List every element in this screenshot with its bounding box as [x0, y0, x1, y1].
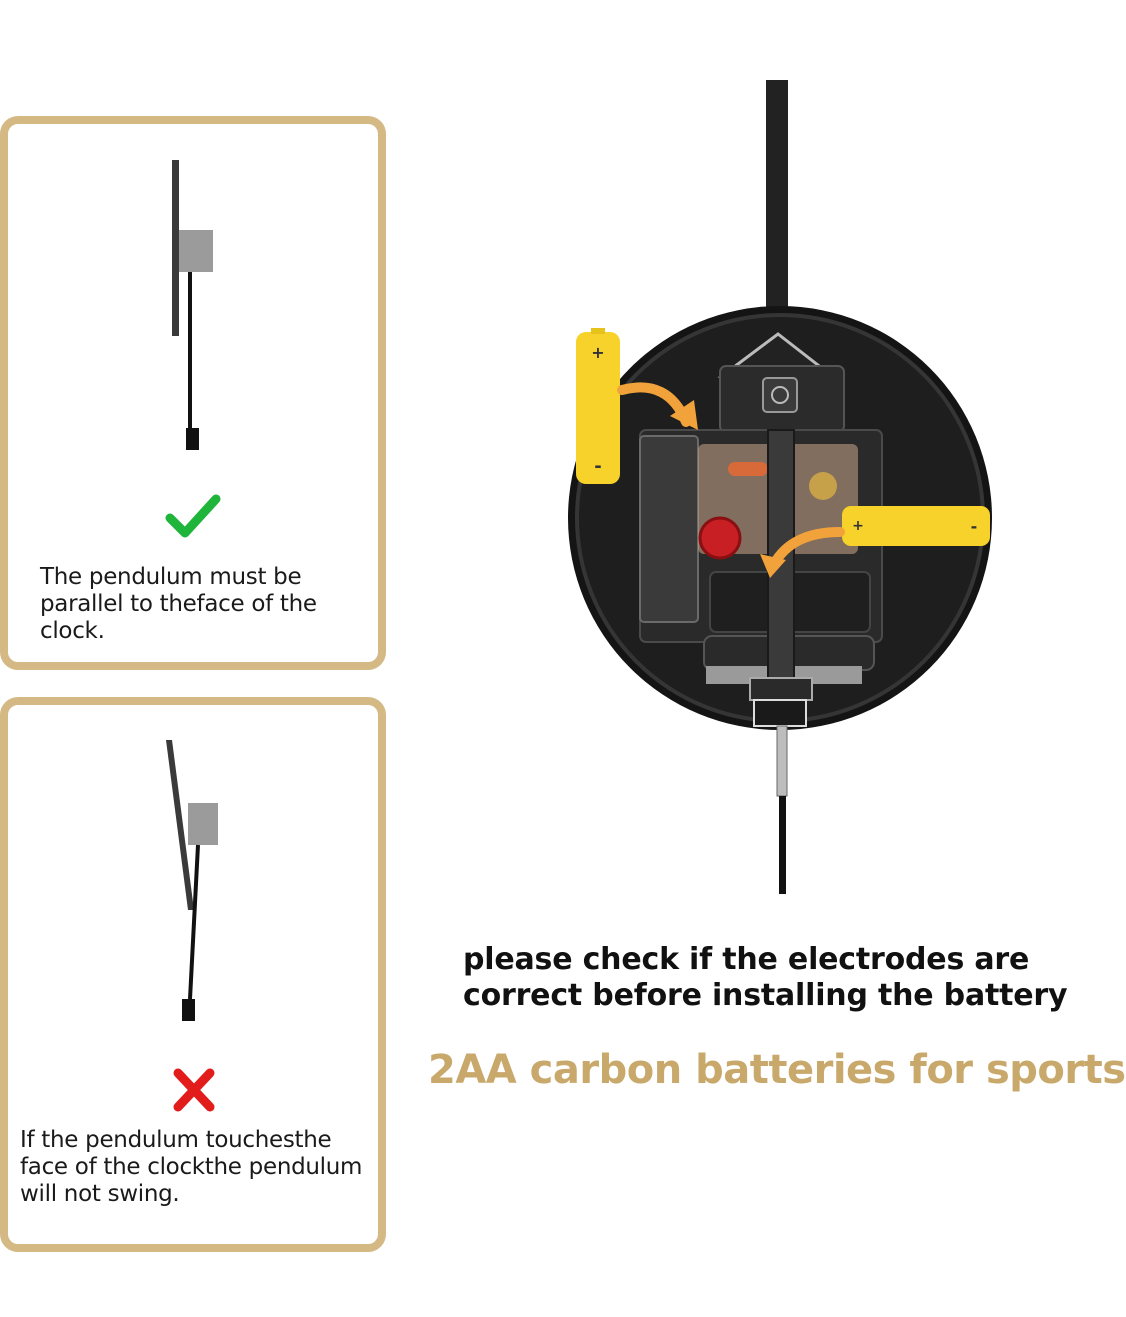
battery-left [576, 332, 620, 484]
battery-type-note: 2AA carbon batteries for sports [428, 1047, 1126, 1093]
red-gear [698, 516, 742, 560]
incorrect-caption: If the pendulum touchesthe face of the c… [20, 1127, 363, 1207]
check-icon [165, 494, 221, 538]
pendulum-top-rod [766, 80, 788, 316]
movement-box [179, 230, 213, 272]
pendulum-bottom-rod [779, 796, 786, 894]
incorrect-install-panel: If the pendulum touchesthe face of the c… [0, 697, 386, 1252]
hour-shaft-icon [762, 377, 798, 413]
battery-plus-label: + [591, 343, 604, 362]
battery-right-minus-label: - [971, 517, 978, 536]
clock-movement-illustration: + - + - [568, 80, 992, 894]
incorrect-pendulum-diagram [166, 740, 218, 1112]
electrode-notice: please check if the electrodes are corre… [463, 942, 1068, 1013]
brass-gear [809, 472, 837, 500]
clock-face-side [172, 160, 179, 336]
pendulum-rod [188, 844, 200, 1000]
battery-right [842, 506, 990, 546]
pendulum-bob [182, 999, 195, 1021]
pendulum-connector [776, 725, 788, 797]
pendulum-rod [188, 272, 192, 430]
battery-slot [639, 435, 699, 623]
svg-text:+: + [852, 518, 864, 534]
correct-pendulum-diagram [165, 160, 221, 538]
correct-caption: The pendulum must be parallel to theface… [40, 564, 317, 644]
pendulum-bob [186, 428, 199, 450]
cross-icon [173, 1068, 215, 1112]
correct-install-panel: The pendulum must be parallel to theface… [0, 116, 386, 670]
movement-box [188, 803, 218, 845]
tilted-clock-face [166, 740, 194, 910]
battery-minus-label: - [594, 456, 601, 477]
